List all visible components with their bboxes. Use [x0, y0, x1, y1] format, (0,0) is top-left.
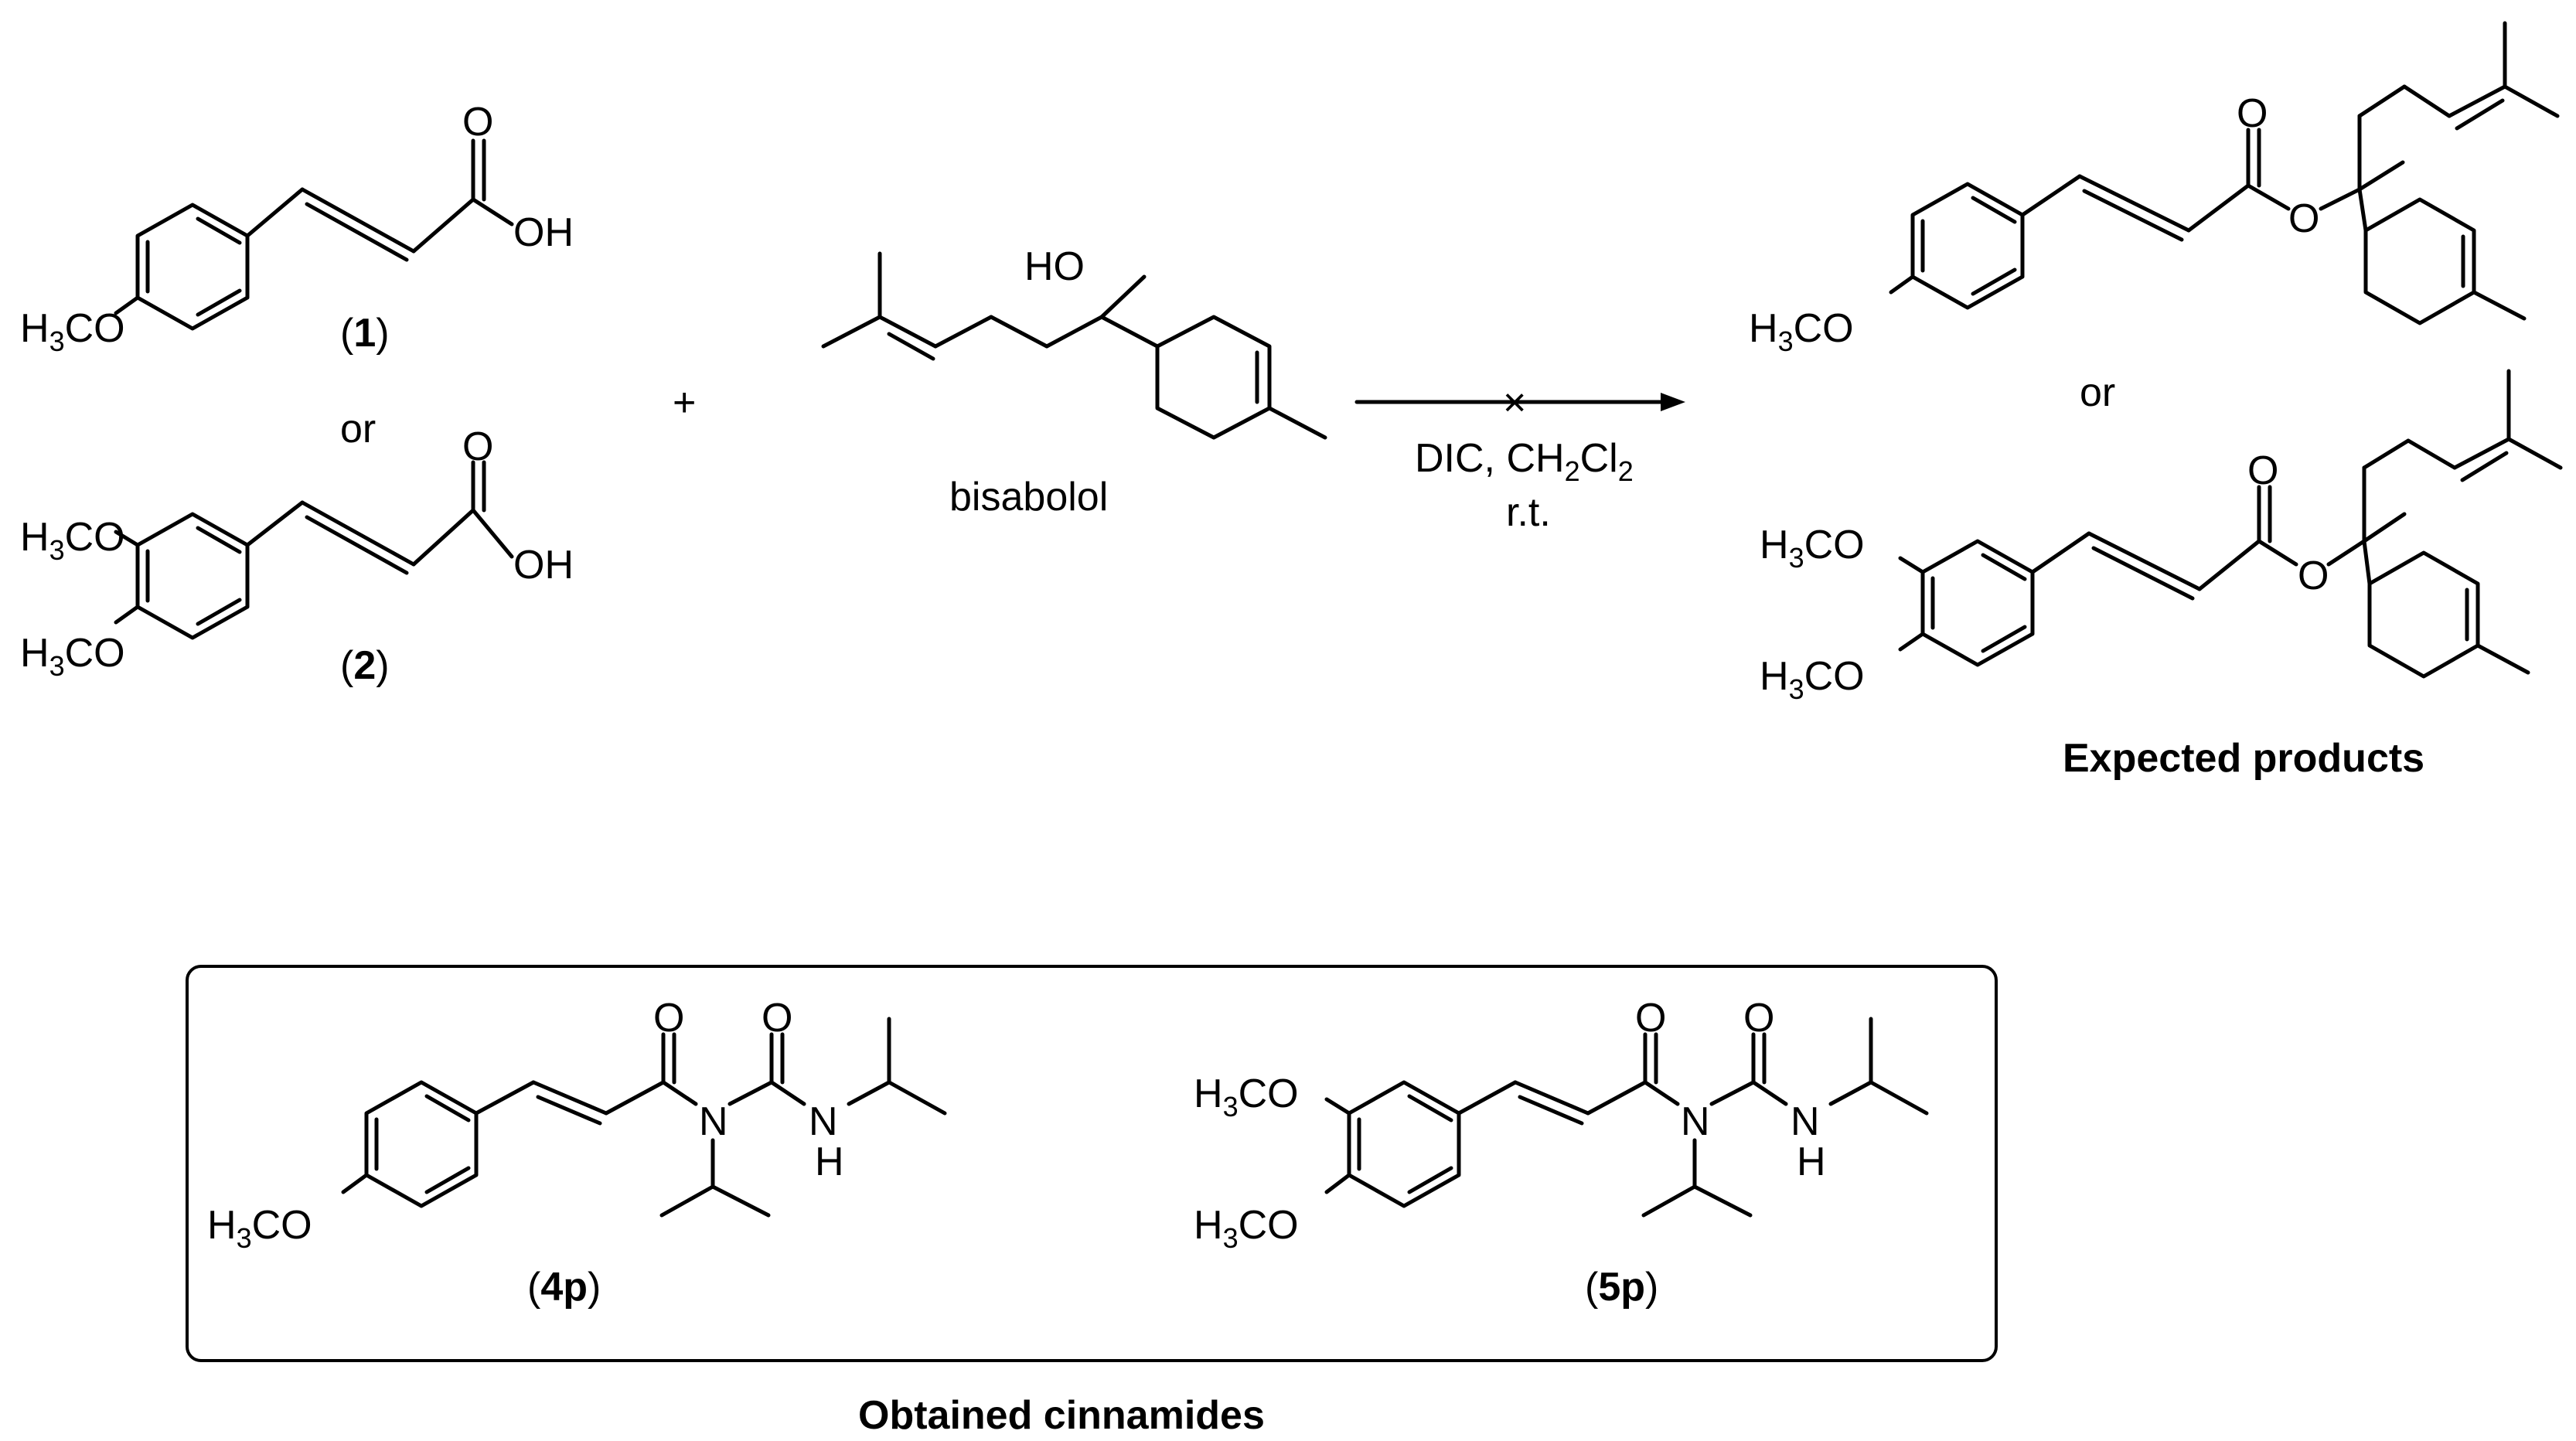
compound-5p-carbonyl-o-2: O — [1743, 996, 1774, 1041]
compound-5p-nh-n: N — [1791, 1099, 1820, 1144]
obtained-cinnamides-box — [186, 965, 1998, 1362]
compound-4p-carbonyl-o-2: O — [762, 996, 792, 1041]
compound-2-oh: OH — [513, 543, 574, 588]
compound-5p-carbonyl-o-1: O — [1635, 996, 1666, 1041]
compound-2-h3co-top: H3CO — [20, 515, 125, 566]
compound-4p-label: (4p) — [527, 1265, 601, 1310]
plus-sign: + — [673, 380, 696, 425]
compound-2-label: (2) — [340, 643, 390, 688]
reaction-arrow — [1354, 393, 1685, 411]
expected-product-2-h3co-bottom: H3CO — [1760, 654, 1865, 705]
expected-product-2-h3co-top: H3CO — [1760, 523, 1865, 574]
compound-5p-n: N — [1681, 1099, 1710, 1144]
compound-2-h3co-bottom: H3CO — [20, 631, 125, 682]
expected-product-2-carbonyl-o: O — [2247, 448, 2278, 493]
compound-4p-nh-n: N — [809, 1099, 838, 1144]
expected-product-1-structure — [1889, 21, 2560, 325]
compound-5p-nh-h: H — [1797, 1140, 1826, 1184]
compound-5p-structure — [1324, 1017, 1929, 1218]
compound-5p-h3co-top: H3CO — [1194, 1071, 1299, 1122]
expected-product-1-h3co: H3CO — [1749, 306, 1854, 357]
bisabolol-name: bisabolol — [949, 475, 1108, 520]
compound-5p-h3co-bottom: H3CO — [1194, 1203, 1299, 1254]
compound-2-carbonyl-o: O — [462, 424, 493, 469]
expected-product-1-carbonyl-o: O — [2237, 91, 2268, 136]
or-between-acids: or — [340, 407, 376, 451]
obtained-cinnamides-caption: Obtained cinnamides — [858, 1393, 1265, 1438]
expected-product-2-ester-o: O — [2298, 554, 2329, 598]
bisabolol-ho: HO — [1024, 244, 1085, 289]
compound-1-carbonyl-o: O — [462, 100, 493, 145]
compound-1-label: (1) — [340, 311, 390, 356]
compound-1-structure — [114, 138, 514, 331]
expected-product-2-structure — [1898, 369, 2563, 679]
compound-4p-structure — [341, 1017, 947, 1218]
compound-2-structure — [114, 460, 514, 640]
compound-5p-label: (5p) — [1585, 1265, 1658, 1310]
compound-4p-carbonyl-o-1: O — [653, 996, 684, 1041]
expected-products-caption: Expected products — [2063, 736, 2424, 781]
arrow-cross-mark: × — [1503, 380, 1526, 425]
compound-4p-n: N — [699, 1099, 728, 1144]
compound-1-oh: OH — [513, 210, 574, 255]
expected-product-1-ester-o: O — [2288, 196, 2319, 241]
bisabolol-structure — [821, 251, 1327, 440]
conditions-reagents: DIC, CH2Cl2 — [1415, 436, 1634, 487]
compound-1-h3co: H3CO — [20, 306, 125, 357]
compound-4p-h3co: H3CO — [207, 1203, 312, 1254]
conditions-temperature: r.t. — [1506, 490, 1551, 535]
or-between-products: or — [2080, 370, 2115, 415]
compound-4p-nh-h: H — [815, 1140, 844, 1184]
